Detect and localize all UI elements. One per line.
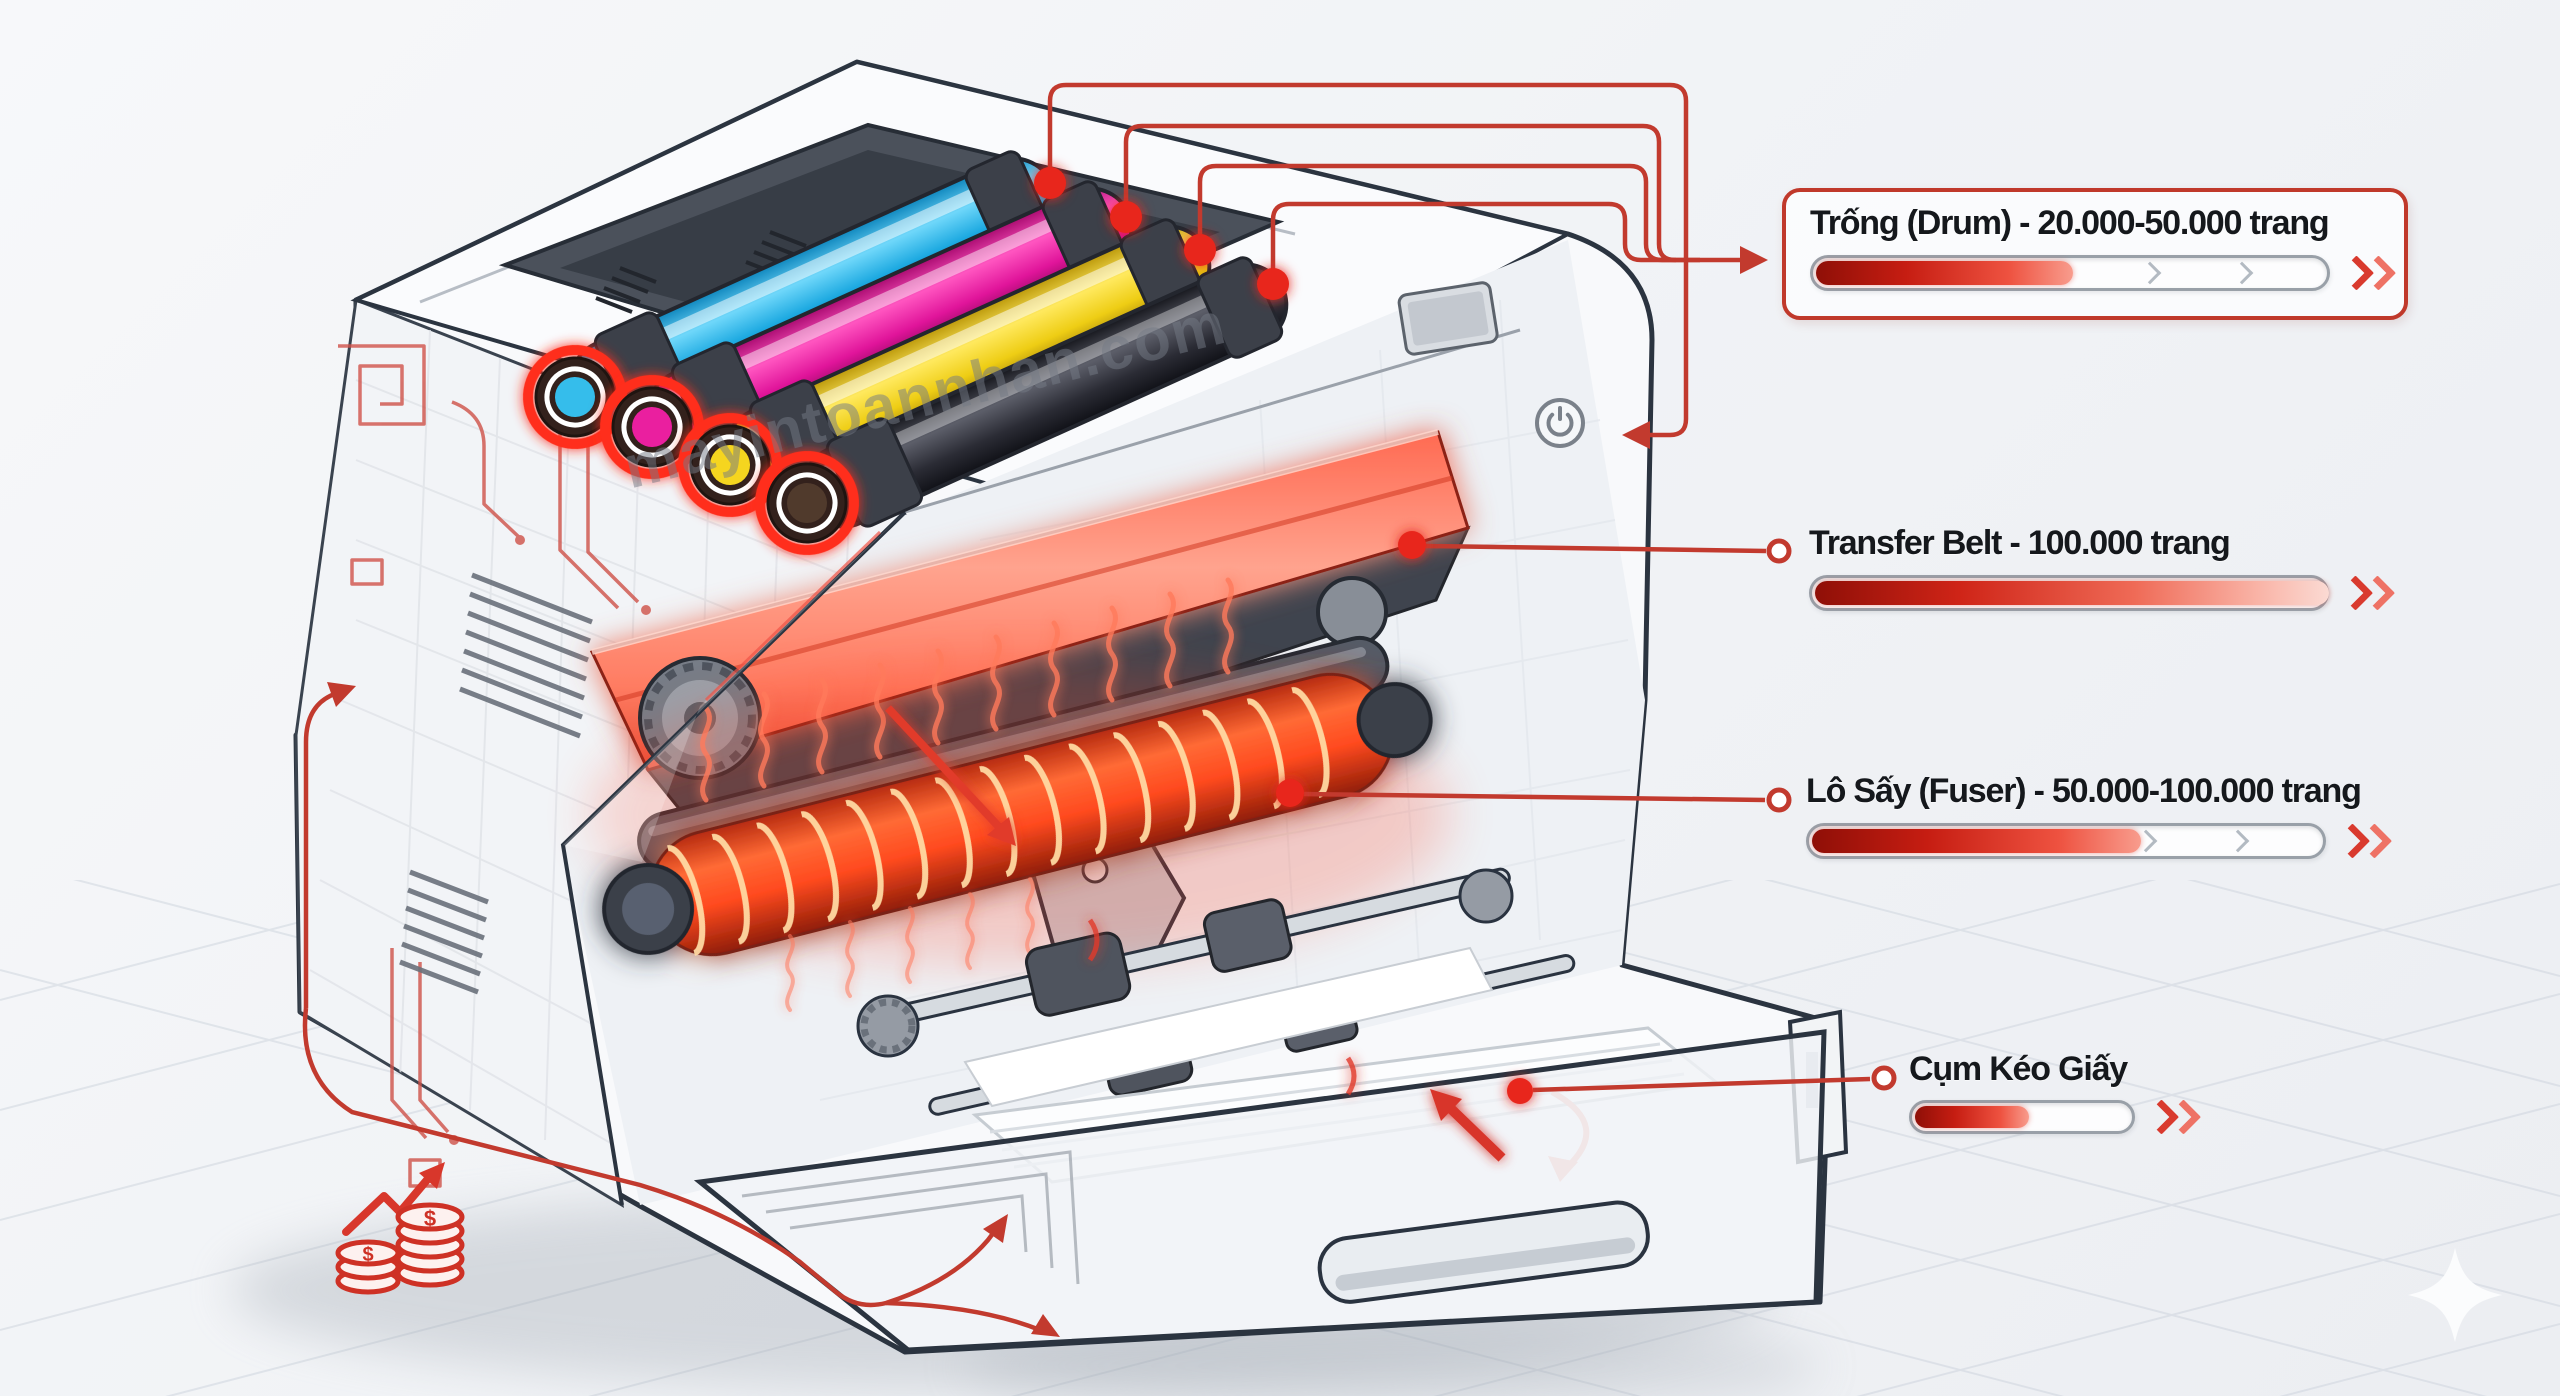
chevron-icon bbox=[2231, 261, 2254, 285]
connector-transfer bbox=[1425, 543, 1767, 554]
callout-dot-transfer bbox=[1398, 531, 1426, 559]
control-display bbox=[1397, 281, 1499, 356]
double-chevron-icon bbox=[2334, 823, 2400, 859]
double-chevron-icon bbox=[2143, 1099, 2209, 1135]
drum-wear-bar bbox=[1810, 255, 2330, 291]
drum-wear-fill bbox=[1816, 261, 2073, 285]
side-flow-line bbox=[303, 687, 344, 1008]
transfer-belt-wear-bar bbox=[1809, 575, 2329, 611]
svg-text:$: $ bbox=[424, 1206, 436, 1231]
pickup-roller-assembly bbox=[856, 867, 1576, 1116]
heat-waves bbox=[700, 577, 1234, 1012]
callout-connectors bbox=[302, 82, 1897, 1337]
double-chevron-icon bbox=[2337, 575, 2403, 611]
process-arrows bbox=[885, 705, 1506, 1162]
fuser-wear-bar bbox=[1806, 823, 2326, 859]
fuser-roller bbox=[602, 672, 1433, 957]
toner-cartridge-black bbox=[755, 256, 1289, 555]
callout-dot-magenta bbox=[1110, 201, 1142, 233]
callout-paper-pickup: Cụm Kéo Giấy bbox=[1909, 1050, 2209, 1135]
callout-drum: Trống (Drum) - 20.000-50.000 trang bbox=[1782, 188, 2408, 320]
connector-fuser bbox=[1303, 791, 1766, 803]
drum-label: Trống (Drum) - 20.000-50.000 trang bbox=[1810, 204, 2330, 242]
coin-stack-large: $ bbox=[395, 1202, 465, 1288]
circuit-traces bbox=[338, 344, 651, 1188]
bottom-flow-line bbox=[302, 1007, 1002, 1308]
paper-pickup-wear-bar bbox=[1909, 1100, 2135, 1134]
fuser-label: Lô Sấy (Fuser) - 50.000-100.000 trang bbox=[1806, 772, 2362, 810]
callout-dot-fuser bbox=[1276, 779, 1304, 807]
connector-black bbox=[1270, 201, 1676, 284]
paper-pickup-wear-fill bbox=[1915, 1106, 2030, 1128]
paper-pickup-label: Cụm Kéo Giấy bbox=[1909, 1050, 2128, 1088]
four-point-star-icon bbox=[2408, 1248, 2502, 1342]
connector-ring-tray bbox=[1871, 1065, 1897, 1091]
connector-ring-transfer bbox=[1766, 538, 1792, 564]
belt-end-roller bbox=[1316, 576, 1388, 648]
callout-transfer-belt: Transfer Belt - 100.000 trang bbox=[1809, 524, 2403, 611]
callout-dot-tray bbox=[1507, 1078, 1533, 1104]
callout-fuser: Lô Sấy (Fuser) - 50.000-100.000 trang bbox=[1806, 772, 2400, 859]
paper-sheet bbox=[963, 946, 1494, 1108]
vent-grille-upper bbox=[459, 572, 593, 739]
fuser-wear-fill bbox=[1812, 829, 2141, 853]
vent-grille-lower bbox=[399, 869, 489, 995]
connector-tray bbox=[1532, 1076, 1871, 1093]
tray-shadow bbox=[960, 1322, 1820, 1396]
callout-dot-black bbox=[1257, 268, 1289, 300]
connector-yellow bbox=[1197, 163, 1700, 263]
connector-cyan bbox=[1047, 82, 1689, 438]
coin-stack-small: $ bbox=[335, 1239, 401, 1295]
callout-dot-yellow bbox=[1184, 234, 1216, 266]
chevron-icon bbox=[2227, 829, 2250, 853]
power-button-icon bbox=[1535, 398, 1585, 448]
callout-dots bbox=[1034, 167, 1533, 1104]
bottom-flow-branch bbox=[885, 1300, 1041, 1333]
cutaway-edge bbox=[560, 510, 907, 1206]
paper-tray bbox=[693, 1009, 1849, 1353]
double-chevron-icon bbox=[2338, 255, 2404, 291]
callout-dot-cyan bbox=[1034, 167, 1066, 199]
cost-increase-icon: $ $ bbox=[335, 1162, 465, 1295]
toner-cartridge-cyan bbox=[523, 150, 1057, 449]
transfer-belt-label: Transfer Belt - 100.000 trang bbox=[1809, 524, 2231, 562]
svg-text:$: $ bbox=[362, 1244, 373, 1266]
tray-handle bbox=[1317, 1200, 1650, 1304]
transfer-belt-wear-fill bbox=[1815, 581, 2329, 605]
connector-magenta bbox=[1123, 123, 1756, 263]
chevron-icon bbox=[2138, 261, 2162, 285]
connector-ring-fuser bbox=[1766, 787, 1792, 813]
